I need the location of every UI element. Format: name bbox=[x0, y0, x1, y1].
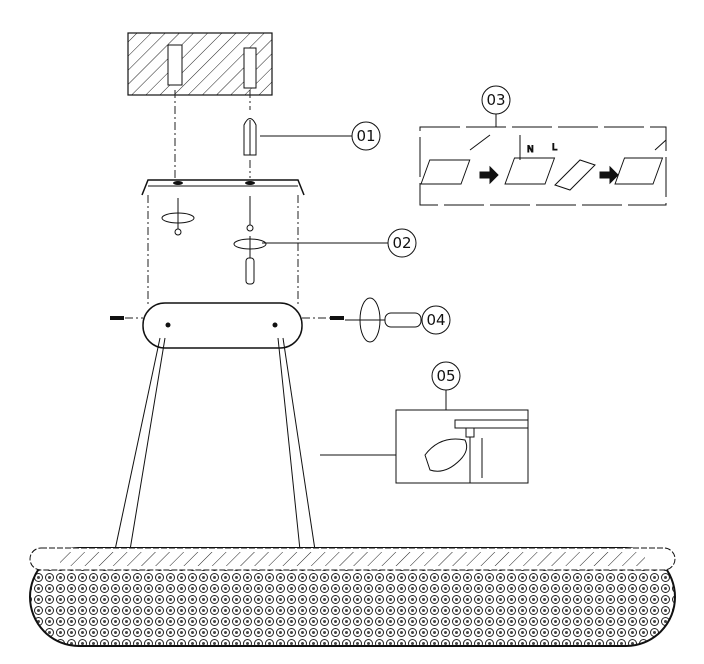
svg-text:04: 04 bbox=[426, 311, 445, 329]
ceiling-block bbox=[127, 32, 273, 96]
step-05-badge: 05 bbox=[431, 361, 461, 391]
mounting-bracket bbox=[141, 179, 305, 196]
crystal-chandelier bbox=[29, 547, 676, 647]
step-02-badge: 02 bbox=[387, 228, 417, 258]
svg-text:02: 02 bbox=[392, 234, 411, 252]
alignment-guides bbox=[125, 90, 330, 319]
svg-text:05: 05 bbox=[436, 367, 455, 385]
step-01-badge: 01 bbox=[351, 121, 381, 151]
canopy bbox=[142, 302, 303, 349]
terminal-block-panel: N L bbox=[419, 126, 667, 206]
svg-text:03: 03 bbox=[486, 91, 505, 109]
suspension-wires bbox=[114, 337, 316, 551]
wall-plug bbox=[243, 118, 257, 156]
height-adjust-panel bbox=[395, 409, 529, 484]
side-screws bbox=[110, 316, 344, 320]
bracket-screws bbox=[161, 196, 254, 236]
step-03-badge: 03 bbox=[481, 85, 511, 115]
screwdriver bbox=[345, 297, 422, 343]
svg-text:01: 01 bbox=[356, 127, 375, 145]
svg-text:N: N bbox=[527, 145, 534, 155]
small-screw bbox=[233, 236, 267, 285]
step-04-badge: 04 bbox=[421, 305, 451, 335]
svg-text:L: L bbox=[552, 143, 557, 153]
